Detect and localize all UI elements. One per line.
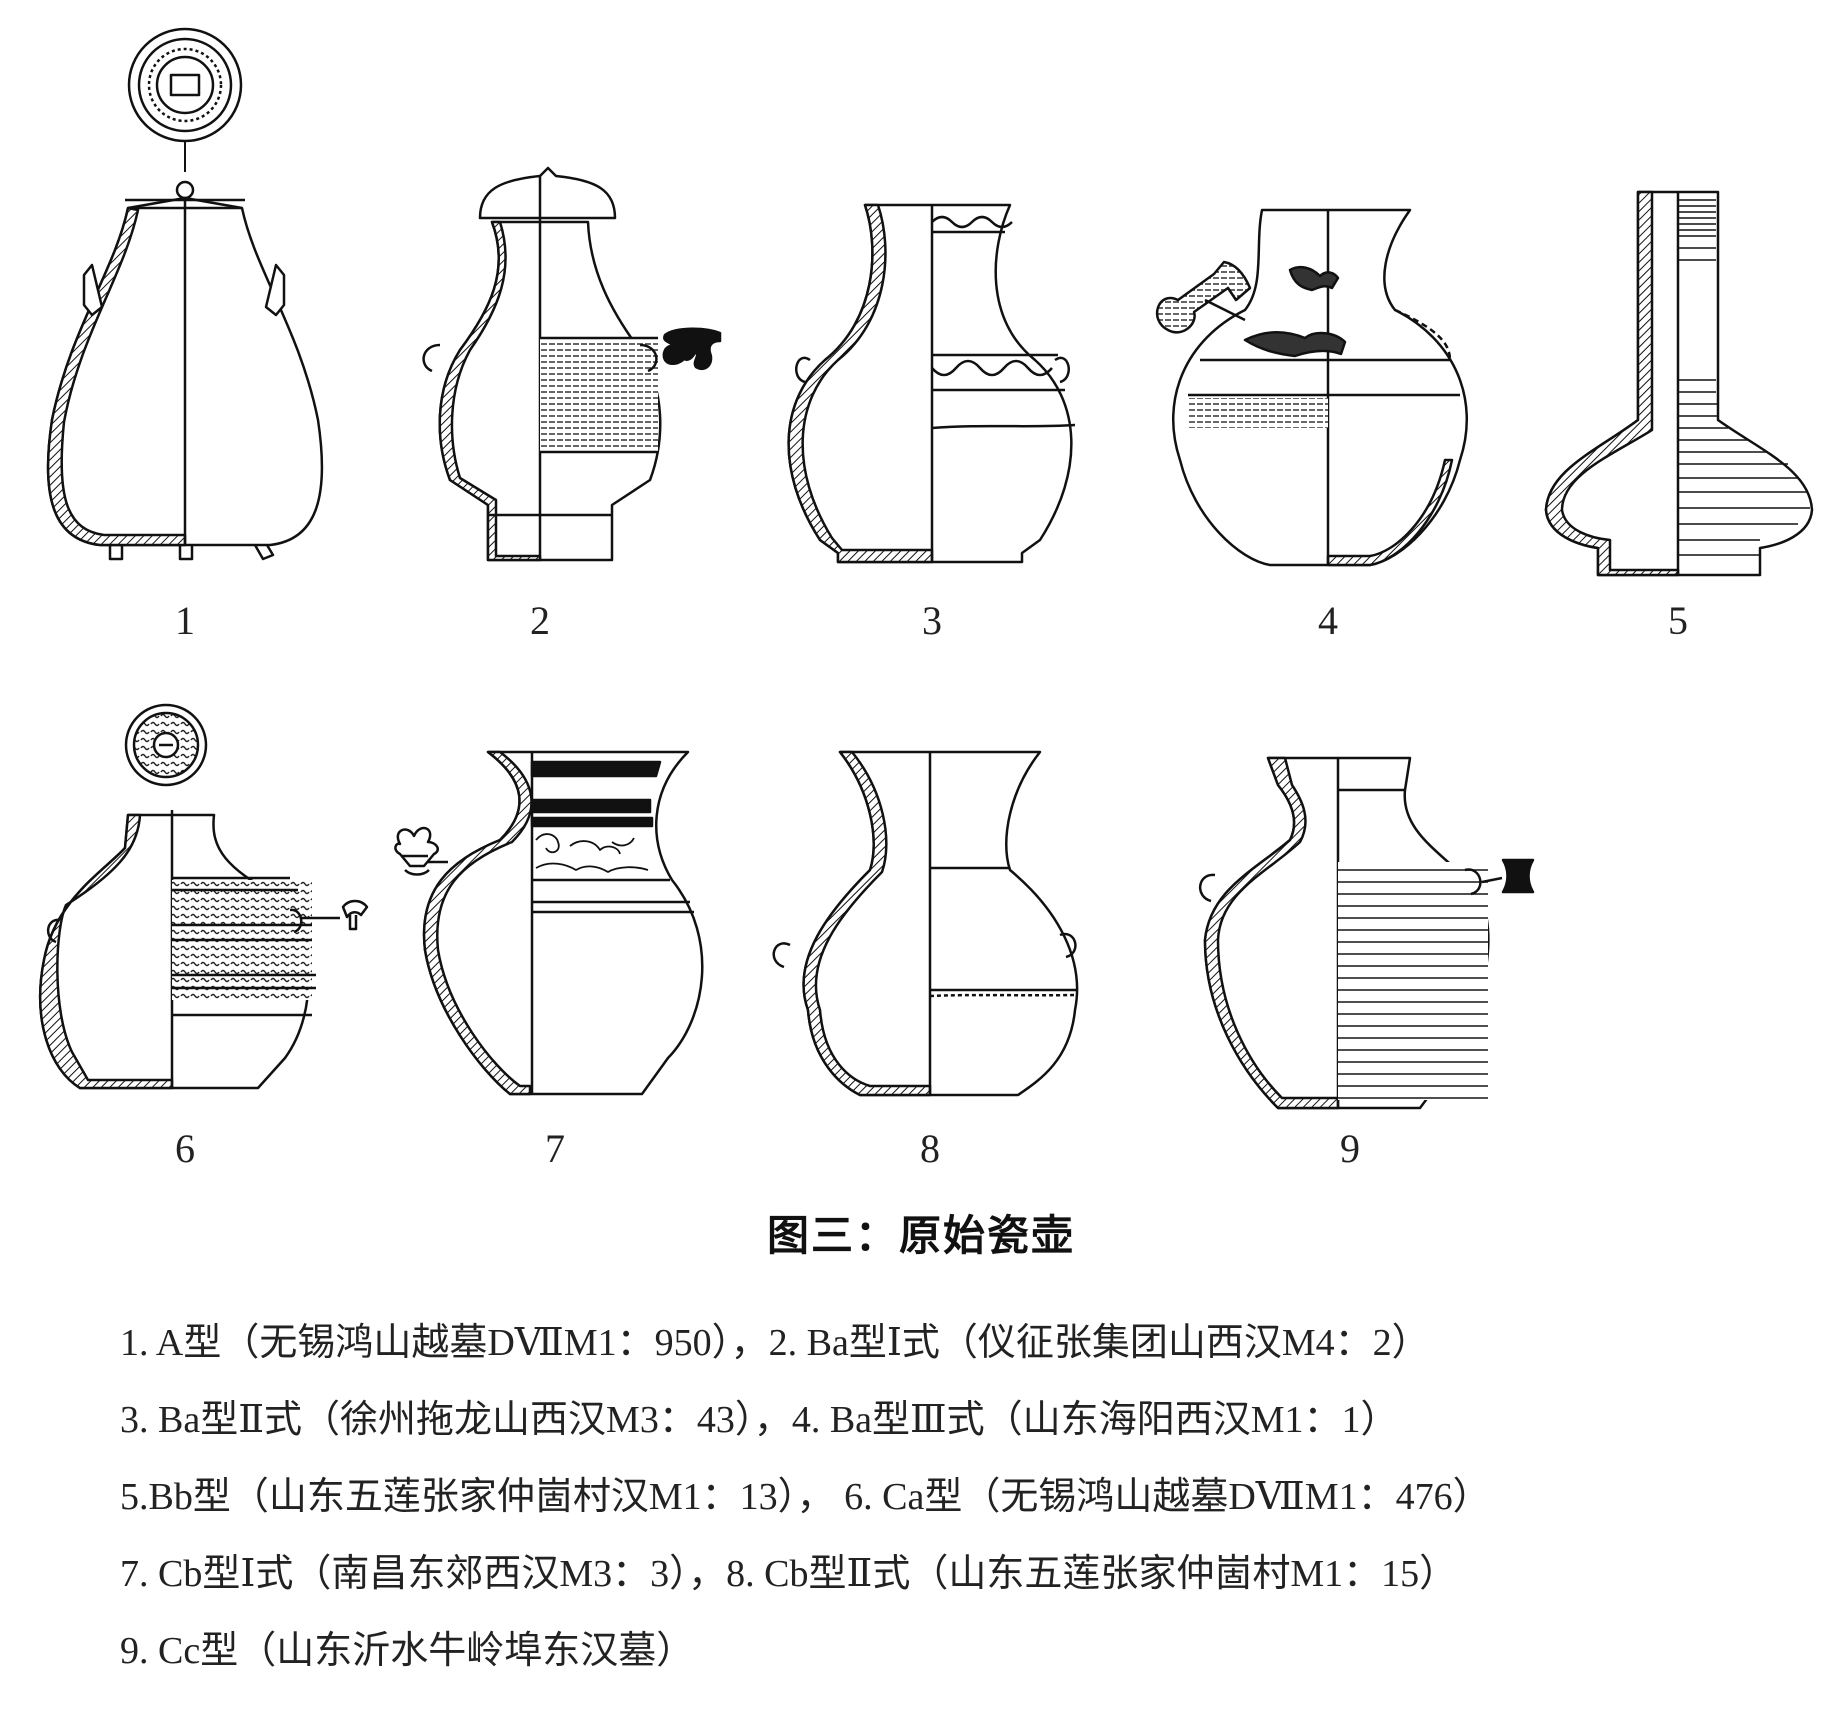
vessel-1-number: 1 bbox=[175, 598, 195, 643]
vessel-2-number: 2 bbox=[530, 598, 550, 643]
vessel-7-number: 7 bbox=[545, 1126, 565, 1171]
caption-line: 9. Cc型（山东沂水牛岭埠东汉墓） bbox=[120, 1630, 695, 1672]
vessel-5-neck-rings bbox=[1678, 199, 1810, 556]
vessel-5-number: 5 bbox=[1668, 598, 1688, 643]
figure-captions: 1. A型（无锡鸿山越墓DⅦM1：950），2. Ba型Ⅰ式（仪征张集团山西汉M… bbox=[120, 1305, 1800, 1690]
vessel-1-lid-top-view bbox=[127, 27, 243, 172]
vessel-3-number: 3 bbox=[922, 598, 942, 643]
caption-line: 1. A型（无锡鸿山越墓DⅦM1：950），2. Ba型Ⅰ式（仪征张集团山西汉M… bbox=[120, 1322, 1430, 1364]
caption-line: 5.Bb型（山东五莲张家仲崮村汉M1：13）， 6. Ca型（无锡鸿山越墓DⅦM… bbox=[120, 1476, 1491, 1518]
vessel-7: 7 bbox=[394, 750, 704, 1171]
vessel-8-number: 8 bbox=[920, 1126, 940, 1171]
vessel-2: 2 bbox=[422, 166, 722, 643]
vessel-3: 3 bbox=[787, 203, 1076, 643]
vessel-1-wall-section bbox=[46, 206, 187, 547]
vessel-3-shoulder-wave bbox=[931, 353, 1065, 392]
vessel-4-speckled-band bbox=[1188, 398, 1328, 428]
vessel-7-shoulder-scroll bbox=[535, 833, 649, 873]
vessel-9: 9 bbox=[1199, 756, 1535, 1171]
caption-line: 3. Ba型Ⅱ式（徐州拖龙山西汉M3：43），4. Ba型Ⅲ式（山东海阳西汉M1… bbox=[120, 1399, 1399, 1441]
vessel-3-outline bbox=[787, 203, 1073, 564]
vessel-4: 4 bbox=[1156, 208, 1469, 643]
vessel-6: 6 bbox=[39, 703, 369, 1171]
vessel-6-lid-top-view bbox=[124, 703, 208, 787]
vessel-9-number: 9 bbox=[1340, 1126, 1360, 1171]
vessel-4-outline bbox=[1171, 208, 1469, 567]
vessel-1: 1 bbox=[46, 27, 324, 643]
vessel-4-number: 4 bbox=[1318, 598, 1338, 643]
vessel-9-ribbing bbox=[1338, 862, 1488, 1100]
vessel-7-handle-detail bbox=[394, 826, 439, 868]
vessel-9-handle-detail bbox=[1501, 858, 1535, 894]
vessel-2-lid bbox=[478, 166, 617, 220]
vessel-2-handle-detail bbox=[662, 327, 722, 370]
vessel-7-neck-bands bbox=[530, 760, 662, 828]
vessel-6-number: 6 bbox=[175, 1126, 195, 1171]
vessel-2-decor-band bbox=[540, 338, 658, 452]
vessel-3-neck-wave bbox=[931, 215, 1013, 234]
vessel-8: 8 bbox=[772, 750, 1079, 1171]
vessel-4-handle-detail bbox=[1156, 260, 1252, 334]
vessel-5: 5 bbox=[1544, 190, 1814, 643]
figure-title: 图三：原始瓷壶 bbox=[766, 1211, 1075, 1260]
vessel-4-neck-decor bbox=[1243, 265, 1347, 358]
vessel-6-handle-detail bbox=[341, 899, 369, 931]
caption-line: 7. Cb型Ⅰ式（南昌东郊西汉M3：3），8. Cb型Ⅱ式（山东五莲张家仲崮村M… bbox=[120, 1553, 1458, 1595]
vessel-8-outline bbox=[802, 750, 1079, 1097]
